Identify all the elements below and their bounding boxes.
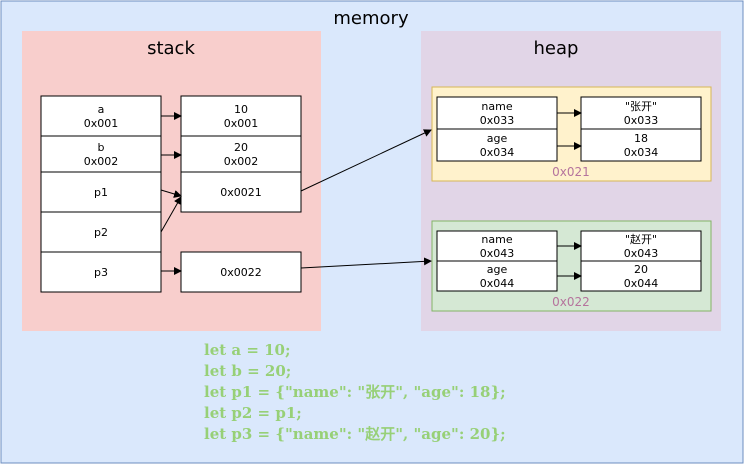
stack-label: stack — [147, 38, 195, 59]
svg-text:"张开": "张开" — [625, 100, 657, 113]
stack-var-p2: p2 — [40, 211, 162, 253]
svg-text:0x044: 0x044 — [480, 277, 515, 290]
value-text: 10 — [234, 103, 248, 116]
heap-label: heap — [534, 38, 579, 59]
value-addr: 0x001 — [224, 117, 259, 130]
value-text: 20 — [234, 141, 248, 154]
stack-var-p1: p1 — [40, 171, 162, 213]
heap-object-0x021: name 0x033 age 0x034 "张开" 0x033 18 0x034… — [431, 86, 712, 182]
arrow-p2 — [160, 196, 182, 233]
heap-val-age: 20 0x044 — [580, 260, 702, 292]
svg-text:0x043: 0x043 — [624, 247, 659, 260]
var-name: b — [98, 141, 105, 154]
svg-text:0x033: 0x033 — [480, 114, 515, 127]
var-name: p1 — [94, 186, 108, 199]
svg-text:0x034: 0x034 — [480, 146, 515, 159]
heap-val-name: "张开" 0x033 — [580, 96, 702, 130]
var-name: a — [98, 103, 105, 116]
heap-object-address: 0x022 — [552, 295, 590, 309]
stack-value-b: 20 0x002 — [180, 135, 302, 173]
code-line: let b = 20; — [204, 362, 291, 380]
var-addr: 0x002 — [84, 155, 119, 168]
value-text: 0x0022 — [220, 266, 262, 279]
var-name: p2 — [94, 226, 108, 239]
var-name: p3 — [94, 266, 108, 279]
value-text: 0x0021 — [220, 186, 262, 199]
code-line: let p3 = {"name": "赵开", "age": 20}; — [204, 425, 506, 443]
code-listing: let a = 10; let b = 20; let p1 = {"name"… — [204, 341, 506, 443]
svg-text:0x034: 0x034 — [624, 146, 659, 159]
svg-text:20: 20 — [634, 263, 648, 276]
svg-text:age: age — [487, 263, 508, 276]
stack-var-p3: p3 — [40, 251, 162, 293]
stack-var-a: a 0x001 — [40, 95, 162, 137]
svg-text:age: age — [487, 132, 508, 145]
pointer-p1-to-heap — [300, 129, 432, 192]
heap-key-name: name 0x043 — [436, 230, 558, 262]
var-addr: 0x001 — [84, 117, 119, 130]
memory-title: memory — [333, 8, 409, 29]
heap-val-age: 18 0x034 — [580, 128, 702, 162]
stack-value-a: 10 0x001 — [180, 95, 302, 137]
pointer-p3-to-heap — [300, 257, 432, 269]
stack-var-b: b 0x002 — [40, 135, 162, 173]
svg-text:18: 18 — [634, 132, 648, 145]
svg-text:0x043: 0x043 — [480, 247, 515, 260]
svg-text:0x044: 0x044 — [624, 277, 659, 290]
value-addr: 0x002 — [224, 155, 259, 168]
heap-key-name: name 0x033 — [436, 96, 558, 130]
svg-text:"赵开": "赵开" — [625, 232, 657, 246]
heap-object-address: 0x021 — [552, 165, 590, 179]
code-line: let p2 = p1; — [204, 404, 302, 422]
heap-val-name: "赵开" 0x043 — [580, 230, 702, 262]
heap-key-age: age 0x044 — [436, 260, 558, 292]
stack-value-p1: 0x0021 — [180, 171, 302, 213]
svg-text:name: name — [481, 100, 512, 113]
code-line: let p1 = {"name": "张开", "age": 18}; — [204, 383, 506, 401]
arrow-p1 — [160, 189, 182, 198]
svg-text:0x033: 0x033 — [624, 114, 659, 127]
heap-object-0x022: name 0x043 age 0x044 "赵开" 0x043 20 0x044… — [431, 220, 712, 312]
code-line: let a = 10; — [204, 341, 291, 359]
stack-value-p3: 0x0022 — [180, 251, 302, 293]
svg-text:name: name — [481, 233, 512, 246]
heap-key-age: age 0x034 — [436, 128, 558, 162]
